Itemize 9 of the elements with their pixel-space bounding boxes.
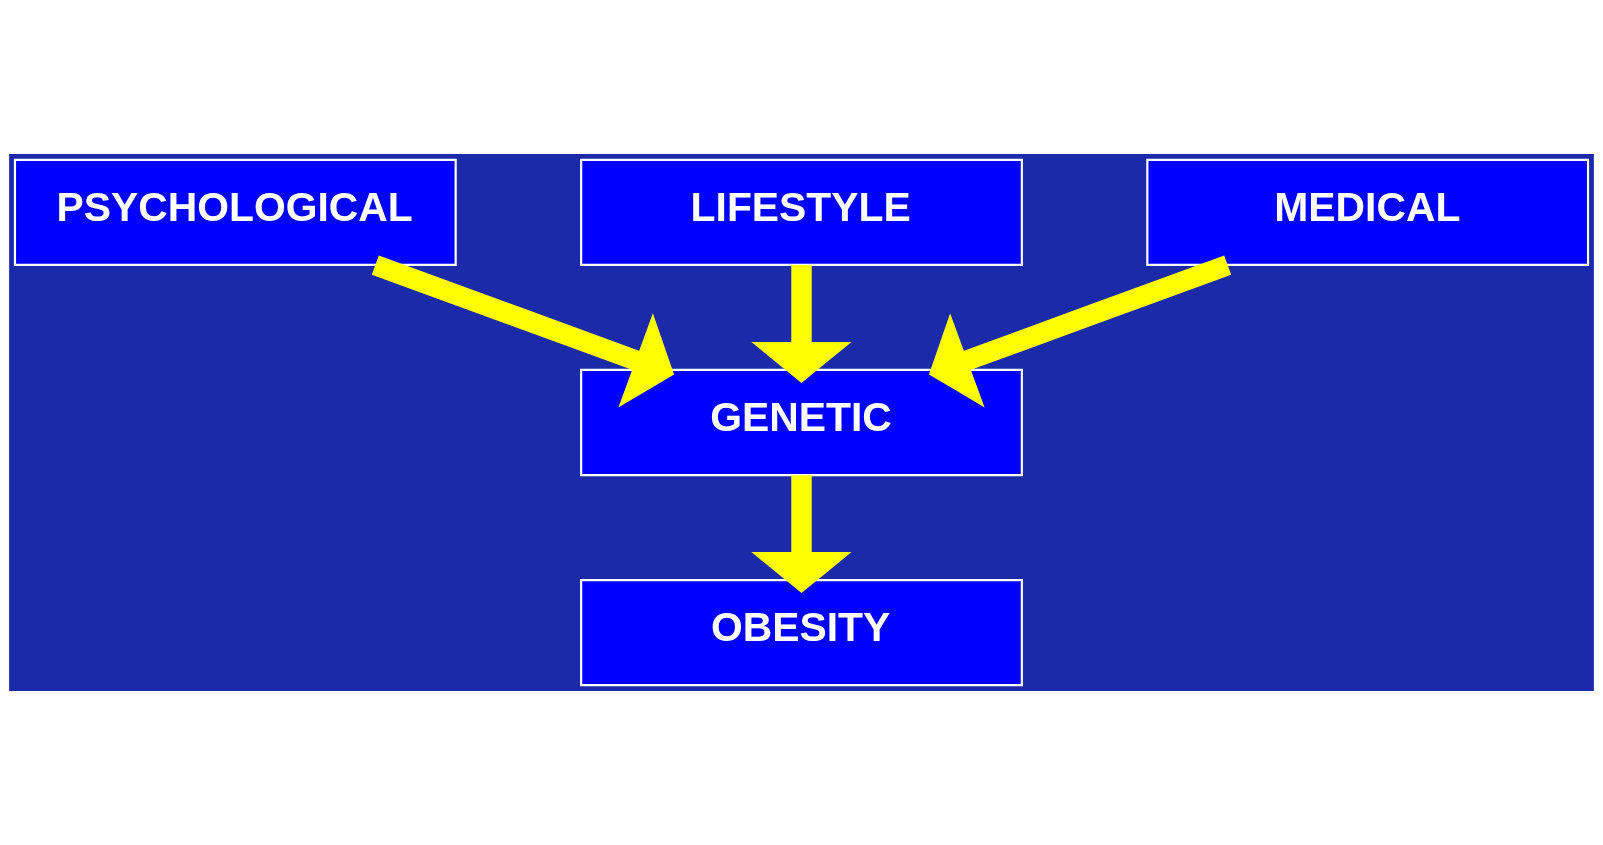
arrow <box>371 255 675 408</box>
arrow <box>751 265 852 383</box>
node-box: LIFESTYLE <box>580 158 1023 266</box>
node-box: MEDICAL <box>1146 158 1590 266</box>
node-box: PSYCHOLOGICAL <box>13 158 457 266</box>
arrow <box>928 255 1232 408</box>
arrow <box>751 475 852 593</box>
node-box: OBESITY <box>580 579 1023 687</box>
node-box: GENETIC <box>580 368 1023 477</box>
